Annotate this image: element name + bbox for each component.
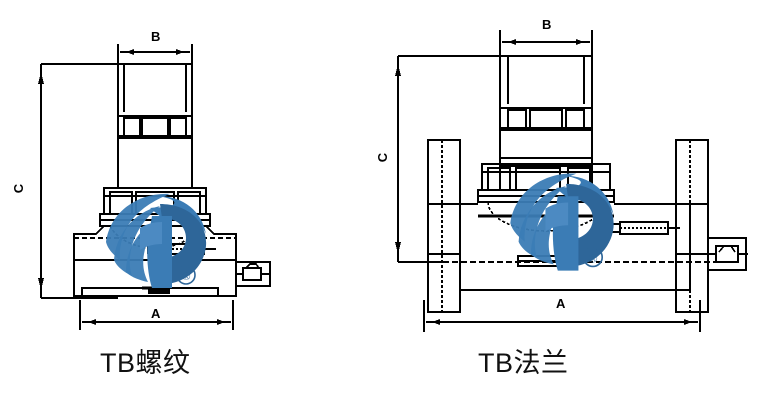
dimension-label-a-right: A xyxy=(556,296,566,311)
dimension-label-c-right: C xyxy=(375,152,391,163)
dimension-label-b-left: B xyxy=(151,29,161,44)
dimension-label-a-left: A xyxy=(151,306,161,321)
dimension-label-b-right: B xyxy=(542,17,552,32)
dimension-label-c-left: C xyxy=(11,183,27,194)
caption-tb-threaded: TB螺纹 xyxy=(100,348,191,378)
caption-tb-flange: TB法兰 xyxy=(478,348,569,378)
